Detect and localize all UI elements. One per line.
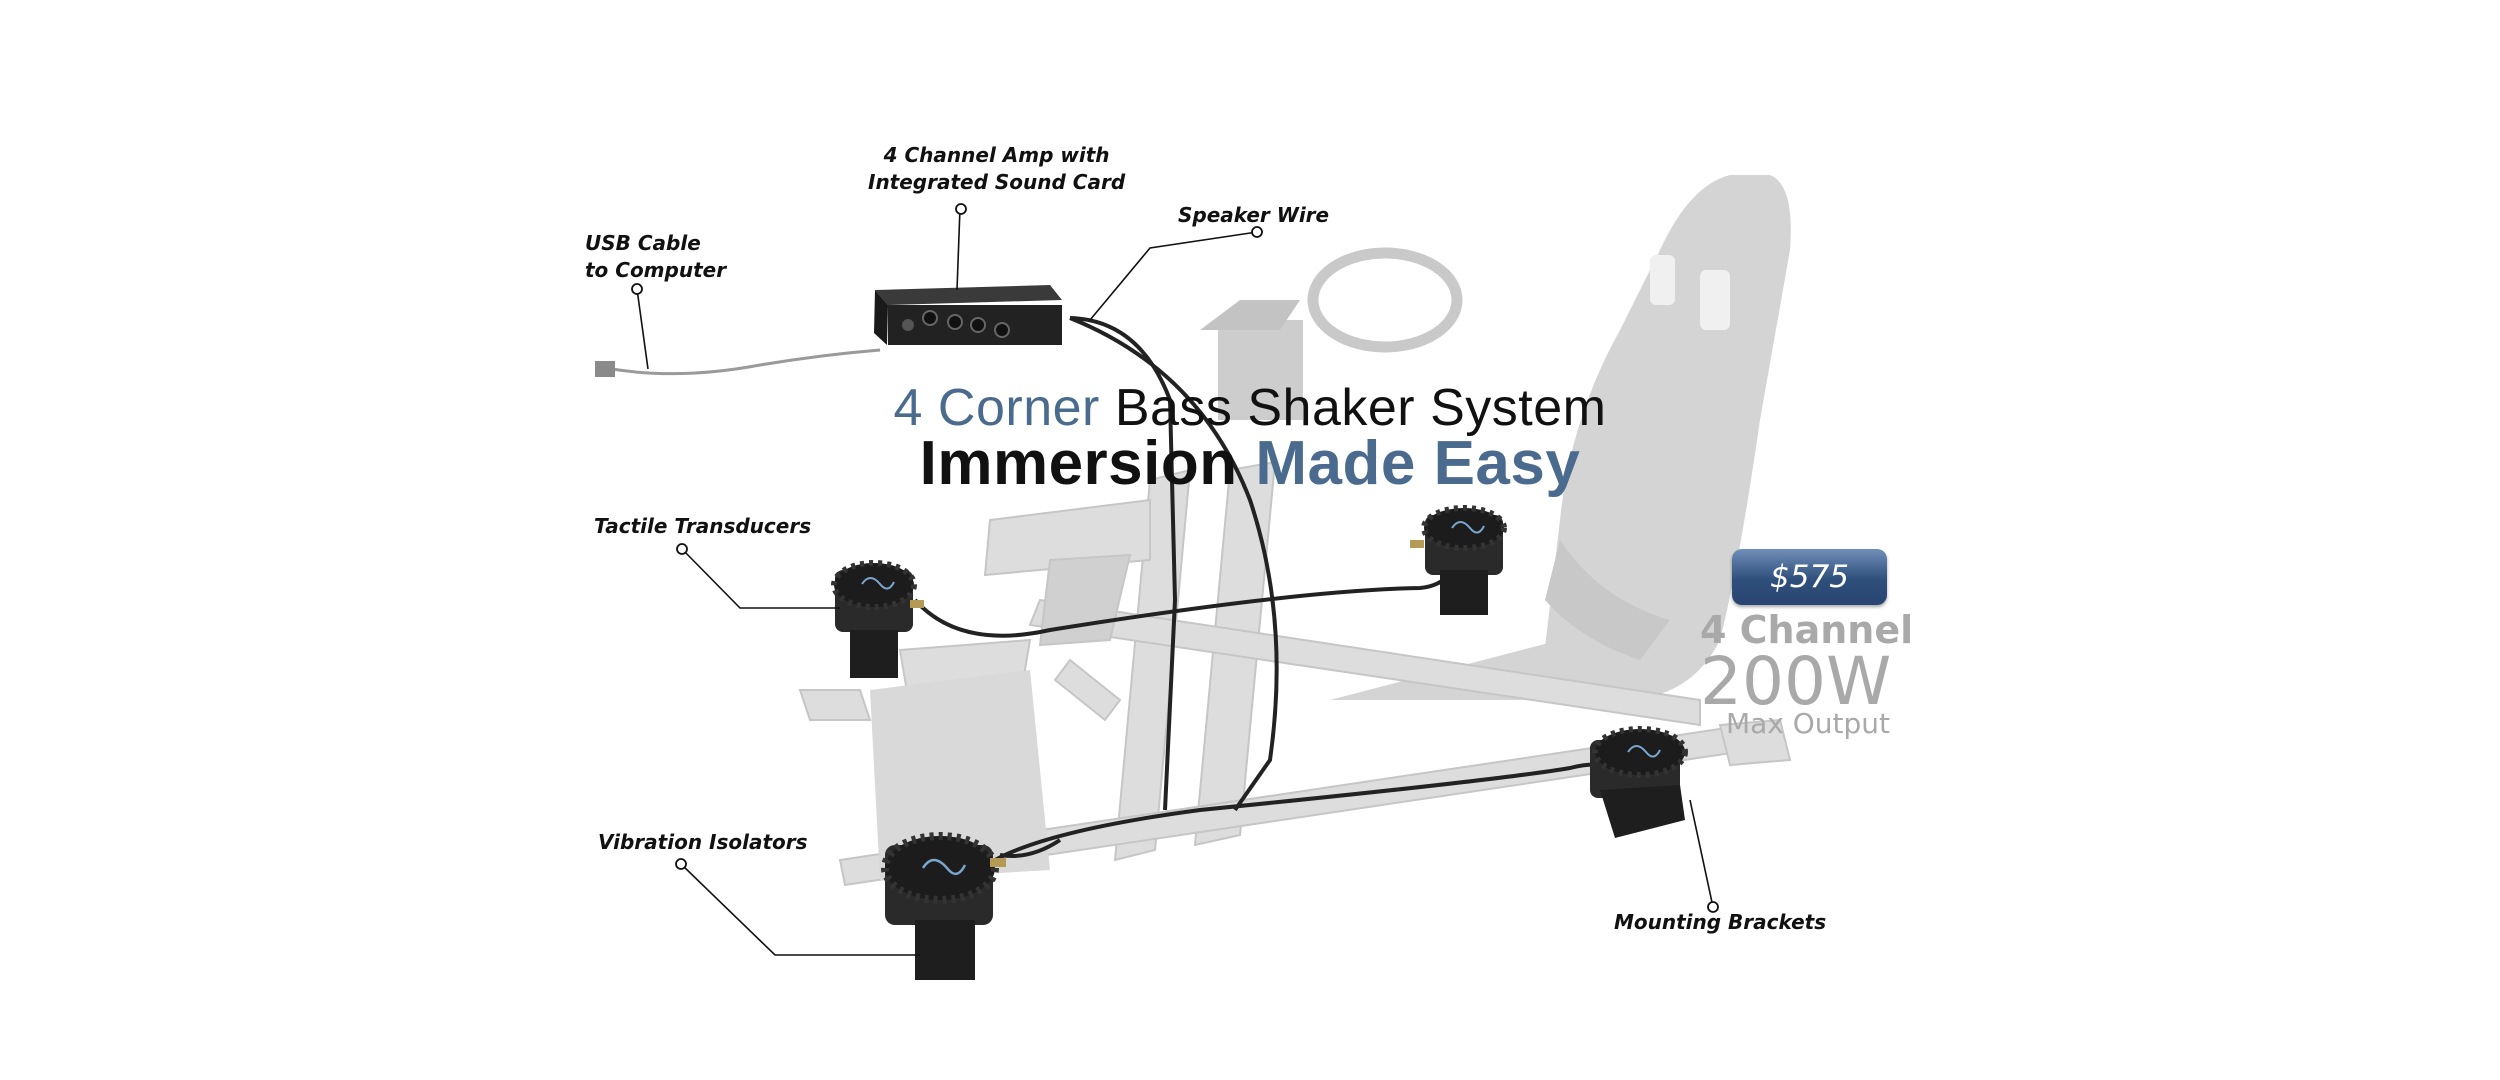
callout-tactile: Tactile Transducers — [594, 514, 812, 538]
pedal-plate — [870, 670, 1050, 880]
spec-wattage: 200W — [1700, 643, 1892, 720]
price-badge: $575 — [1732, 549, 1887, 605]
callout-amp-line1: 4 Channel Amp with — [883, 143, 1110, 167]
steering-wheel — [1200, 247, 1463, 420]
callout-usb-line2: to Computer — [585, 258, 727, 282]
amplifier-icon — [874, 285, 1062, 345]
callout-usb-line1: USB Cable — [585, 231, 701, 255]
transducer-front-right — [1410, 505, 1507, 615]
usb-cable — [611, 348, 881, 376]
transducer-front-left — [831, 560, 924, 678]
transducer-rear-left — [881, 832, 1006, 980]
spec-output: Max Output — [1725, 707, 1890, 740]
callout-amp: 4 Channel Amp with Integrated Sound Card — [868, 142, 1125, 196]
usb-plug — [595, 361, 615, 377]
headline-line2: Immersion Made Easy — [0, 428, 2500, 499]
callout-amp-line2: Integrated Sound Card — [868, 170, 1126, 194]
headline-main-2: Immersion — [919, 429, 1238, 498]
callout-leaders — [636, 207, 1714, 956]
headline-line1: 4 Corner Bass Shaker System — [0, 378, 2500, 438]
transducer-rear-right — [1590, 726, 1688, 838]
callout-dots — [631, 203, 1719, 913]
headline-accent-1: 4 Corner — [893, 379, 1100, 437]
callout-vibration: Vibration Isolators — [598, 830, 808, 854]
spec-channels: 4 Channel — [1700, 608, 1914, 652]
callout-brackets: Mounting Brackets — [1614, 910, 1827, 934]
callout-speaker-wire: Speaker Wire — [1178, 203, 1330, 227]
speaker-wire-runs — [913, 316, 1621, 862]
callout-usb: USB Cable to Computer — [585, 230, 726, 284]
headline-accent-2: Made Easy — [1255, 429, 1581, 498]
headline-rest-1: Bass Shaker System — [1114, 379, 1607, 437]
